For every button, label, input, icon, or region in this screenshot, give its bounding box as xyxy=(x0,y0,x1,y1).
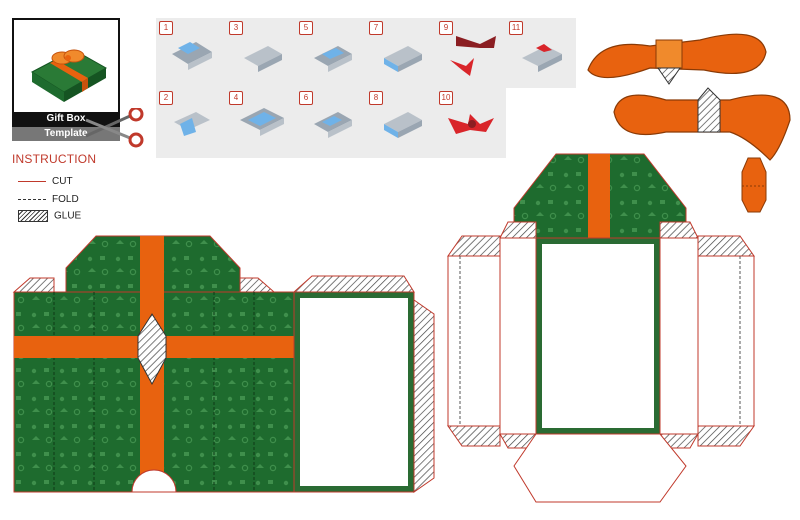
step-8: 8 xyxy=(366,88,436,158)
step-illustration xyxy=(448,114,494,134)
step-number: 7 xyxy=(369,21,383,35)
step-3: 3 xyxy=(226,18,296,88)
step-number: 11 xyxy=(509,21,523,35)
step-number: 2 xyxy=(159,91,173,105)
legend-fold-label: FOLD xyxy=(52,194,79,205)
step-1: 1 xyxy=(156,18,226,88)
step-7: 7 xyxy=(366,18,436,88)
step-number: 6 xyxy=(299,91,313,105)
step-2: 2 xyxy=(156,88,226,158)
step-number: 1 xyxy=(159,21,173,35)
step-10: 10 xyxy=(436,88,506,158)
step-number: 10 xyxy=(439,91,453,105)
step-number: 3 xyxy=(229,21,243,35)
step-illustration xyxy=(314,112,352,138)
step-6: 6 xyxy=(296,88,366,158)
step-9: 9 xyxy=(436,18,506,88)
preview-thumbnail xyxy=(12,18,120,128)
legend-glue-label: GLUE xyxy=(54,210,82,222)
step-number: 8 xyxy=(369,91,383,105)
legend-glue: GLUE xyxy=(18,210,81,222)
step-illustration xyxy=(172,42,212,70)
step-5: 5 xyxy=(296,18,366,88)
step-illustration xyxy=(522,44,562,72)
instruction-heading: INSTRUCTION xyxy=(12,152,97,166)
step-illustration xyxy=(384,46,422,72)
legend-cut-label: CUT xyxy=(52,176,73,187)
glue-swatch xyxy=(18,210,48,222)
fold-line-swatch xyxy=(18,198,46,200)
right-box-net xyxy=(447,153,755,503)
gift-box-preview-image xyxy=(30,49,108,102)
step-4: 4 xyxy=(226,88,296,158)
bow-knot xyxy=(741,157,767,213)
step-illustration xyxy=(450,36,496,76)
cut-line-swatch xyxy=(18,180,46,182)
step-illustration xyxy=(244,46,282,72)
step-11: 11 xyxy=(506,18,576,88)
step-illustration xyxy=(314,46,352,72)
left-box-net xyxy=(12,235,435,493)
scissors-icon xyxy=(85,108,144,148)
step-number: 4 xyxy=(229,91,243,105)
step-number: 5 xyxy=(299,21,313,35)
step-illustration xyxy=(240,108,284,136)
step-illustration xyxy=(384,112,422,138)
bow-bottom xyxy=(613,87,791,161)
step-number: 9 xyxy=(439,21,453,35)
legend-cut: CUT xyxy=(18,176,73,187)
bow-top xyxy=(587,33,767,85)
template-subtitle: Template xyxy=(12,127,120,141)
step-illustration xyxy=(174,112,210,136)
legend-fold: FOLD xyxy=(18,194,79,205)
